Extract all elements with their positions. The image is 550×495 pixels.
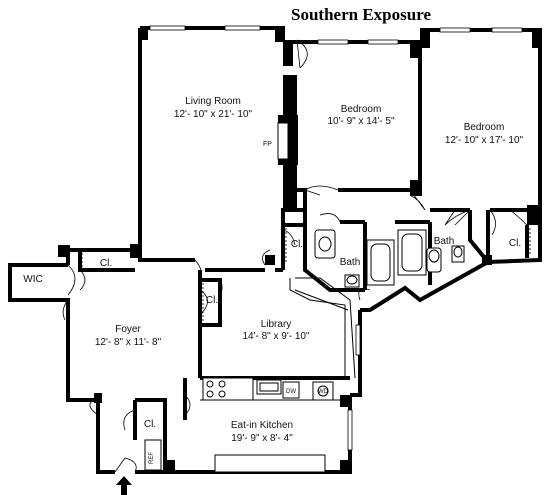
washer-dryer-label: WD	[318, 389, 329, 395]
living-room-dimensions: 12'- 10" x 21'- 10"	[174, 109, 253, 120]
bathroom-fixtures	[314, 229, 465, 288]
bath2-label: Bath	[434, 236, 455, 247]
closet-library-label: Cl.	[206, 295, 218, 306]
wic-label: WIC	[23, 274, 42, 285]
bath1-label: Bath	[340, 257, 361, 268]
bedroom1-name: Bedroom	[341, 104, 382, 115]
living-room-name: Living Room	[185, 96, 241, 107]
dishwasher-label: DW	[286, 389, 296, 395]
kitchen-fixtures	[144, 377, 340, 473]
bedroom2-dimensions: 12'- 10" x 17'- 10"	[445, 135, 524, 146]
fireplace-label: FP	[263, 141, 272, 148]
refrigerator-label: REF	[149, 452, 155, 464]
foyer-dimensions: 12'- 8" x 11'- 8"	[95, 337, 162, 348]
closet-bath-label: Cl.	[291, 239, 303, 250]
structural-columns	[58, 28, 542, 474]
closet-shelving	[81, 228, 531, 322]
south-windows	[149, 25, 523, 451]
kitchen-name: Eat-in Kitchen	[231, 420, 293, 431]
library-counter	[289, 277, 356, 379]
library-name: Library	[261, 319, 292, 330]
foyer-name: Foyer	[115, 324, 141, 335]
entry-arrow-icon	[116, 476, 132, 495]
closet-bedroom2-label: Cl.	[509, 238, 521, 249]
bedroom2-name: Bedroom	[464, 122, 505, 133]
fireplace: FP	[263, 122, 289, 160]
bedroom1-dimensions: 10'- 9" x 14'- 5"	[327, 116, 395, 127]
kitchen-dimensions: 19'- 9" x 8'- 4"	[231, 433, 293, 444]
library-dimensions: 14'- 8" x 9'- 10"	[242, 331, 310, 342]
closet-entry-label: Cl.	[144, 419, 156, 430]
room-labels: Living Room 12'- 10" x 21'- 10" Bedroom …	[23, 96, 523, 464]
closet-foyer-label: Cl.	[100, 258, 112, 269]
exposure-heading: Southern Exposure	[291, 5, 431, 24]
doors	[62, 39, 528, 473]
